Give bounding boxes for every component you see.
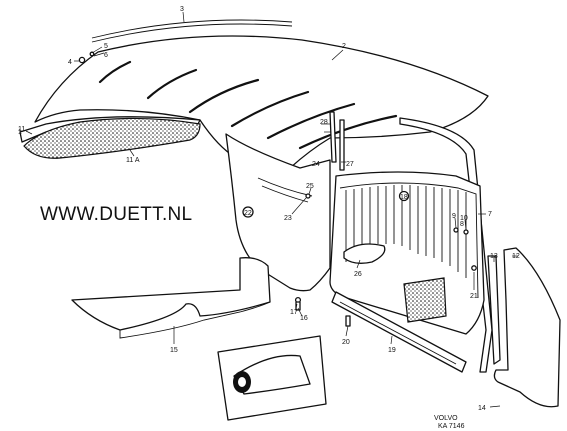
roof-rib: [146, 68, 198, 100]
roof-trim-strip: [91, 19, 293, 39]
callout-6: 6: [104, 52, 108, 59]
callout-10: 10: [460, 215, 468, 222]
callout-26: 26: [354, 271, 362, 278]
callout-5: 5: [104, 43, 108, 50]
badge-22: [242, 206, 254, 218]
door-armrest: [343, 243, 386, 264]
clip-fastener: [305, 193, 311, 199]
callout-8: 8: [460, 221, 464, 228]
callout-labels: 1 2 3 4 5 6 7 8 9 10 11 11 A 12 13 14 15…: [18, 6, 520, 412]
screw-fastener: [345, 315, 351, 327]
callout-7: 7: [488, 211, 492, 218]
callout-14: 14: [478, 405, 486, 412]
brand-label: VOLVO: [434, 415, 458, 422]
roof-rib: [266, 102, 356, 140]
callout-13: 13: [490, 253, 498, 260]
callout-4: 4: [68, 59, 72, 66]
clip-fastener: [453, 227, 459, 233]
callout-9: 9: [452, 213, 456, 220]
roof-rib: [230, 90, 310, 128]
callout-19: 19: [388, 347, 396, 354]
callout-3: 3: [180, 6, 184, 13]
callout-15: 15: [170, 347, 178, 354]
callout-12: 12: [512, 253, 520, 260]
clip-fastener: [471, 265, 477, 271]
floor-mat: [71, 257, 271, 331]
leader-lines: [25, 11, 518, 408]
callout-11: 11: [18, 126, 25, 133]
carpet-roll: [233, 354, 311, 395]
clip-fastener: [463, 229, 469, 235]
roof-rib: [188, 78, 260, 114]
callout-24: 24: [312, 161, 320, 168]
pillar-strip: [339, 119, 345, 171]
callout-20: 20: [342, 339, 350, 346]
door-sill-strip: [331, 291, 467, 373]
door-trim-panel: [329, 171, 485, 335]
badge-18: [398, 190, 410, 202]
roof-rib: [98, 60, 132, 84]
watermark-text: WWW.DUETT.NL: [40, 204, 192, 225]
roof-rib: [298, 114, 398, 150]
window-channel: [487, 255, 501, 365]
callout-21: 21: [470, 293, 478, 300]
callout-17: 17: [290, 309, 298, 316]
drawing-code: KA 7146: [438, 423, 465, 430]
callout-2: 2: [342, 43, 346, 50]
pillar-strip: [329, 111, 337, 163]
callout-11a: 11 A: [126, 157, 140, 164]
door-frame-channel: [399, 117, 493, 373]
door-pocket: [403, 277, 447, 323]
callout-22: 22: [244, 210, 252, 217]
door-seal-panel: [493, 247, 561, 408]
callout-28: 28: [320, 119, 328, 126]
insulation-panel: [23, 117, 201, 159]
side-body-panel: [225, 133, 331, 292]
clip-fastener: [78, 56, 86, 64]
callout-16: 16: [300, 315, 308, 322]
callout-18: 18: [400, 194, 408, 201]
callout-1: 1: [18, 129, 22, 136]
roof-headliner: [34, 35, 489, 169]
callout-27: 27: [346, 161, 354, 168]
callout-25: 25: [306, 183, 314, 190]
screw-fastener: [295, 301, 301, 311]
clip-fastener: [89, 51, 95, 57]
callout-23: 23: [284, 215, 292, 222]
